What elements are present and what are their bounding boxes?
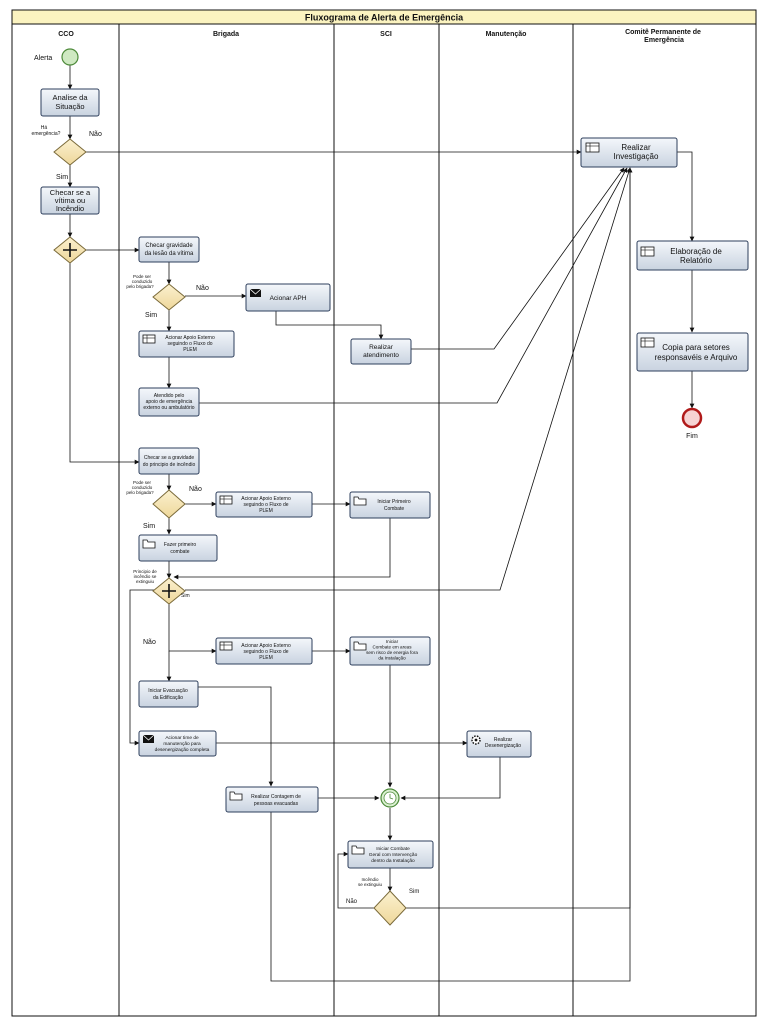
flow-label-sim: Sim (143, 523, 155, 530)
flow-label-sim: Sim (409, 889, 419, 895)
folder-icon (353, 641, 367, 651)
flow-label-nao: Não (143, 639, 156, 646)
lane-title-cco: CCO (58, 31, 74, 38)
folder-icon (142, 539, 156, 549)
parallel-gateway-1 (53, 236, 87, 264)
pool-title-bar (11, 9, 757, 25)
lane-title-comite-line-2: Emergência (644, 37, 684, 44)
sequence-flows (67, 65, 695, 982)
plus-icon (162, 584, 176, 598)
flow-label-sim: Sim (181, 593, 190, 599)
end-event: Fim (681, 407, 703, 440)
gateway-incendio-extinguiu (373, 890, 407, 926)
gateway-pode-ser-1 (152, 283, 186, 311)
flow-label-sim: Sim (145, 312, 157, 319)
start-event: Alerta (34, 48, 79, 66)
start-event-label: Alerta (34, 55, 52, 62)
flow-label-nao: Não (346, 899, 358, 905)
folder-icon (353, 496, 367, 506)
lane-title-sci: SCI (380, 31, 392, 38)
table-icon (219, 641, 233, 651)
table-icon (640, 337, 655, 348)
gateway-pode-ser-2 (152, 489, 186, 519)
timer-event (380, 788, 400, 808)
lane-title-brigada: Brigada (213, 31, 239, 38)
table-icon (142, 334, 156, 344)
gear-icon (471, 735, 481, 745)
flow-label-nao: Não (89, 131, 102, 138)
envelope-icon (142, 734, 155, 743)
task-acionar-aph[interactable]: Acionar APH (245, 283, 331, 312)
table-icon (219, 495, 233, 505)
plus-icon (63, 243, 77, 257)
folder-icon (351, 845, 365, 855)
svg-text:Acionar APH: Acionar APH (270, 295, 307, 302)
lane-title-manutencao: Manutenção (486, 31, 527, 38)
parallel-gateway-2 (152, 577, 186, 605)
table-icon (585, 142, 600, 153)
envelope-icon (249, 288, 262, 297)
gateway-ha-emergencia (53, 138, 87, 166)
end-event-label: Fim (686, 433, 698, 440)
flow-label-sim: Sim (56, 174, 68, 181)
flow-label-nao: Não (189, 486, 202, 493)
folder-icon (229, 791, 243, 801)
flow-label-nao: Não (196, 285, 209, 292)
pool-title: Fluxograma de Alerta de Emergência (305, 13, 464, 23)
lane-title-comite-line: Comitê Permanente de (625, 29, 701, 36)
lane-title-comite: Comitê Permanente de Emergência (625, 29, 703, 44)
table-icon (640, 246, 655, 257)
